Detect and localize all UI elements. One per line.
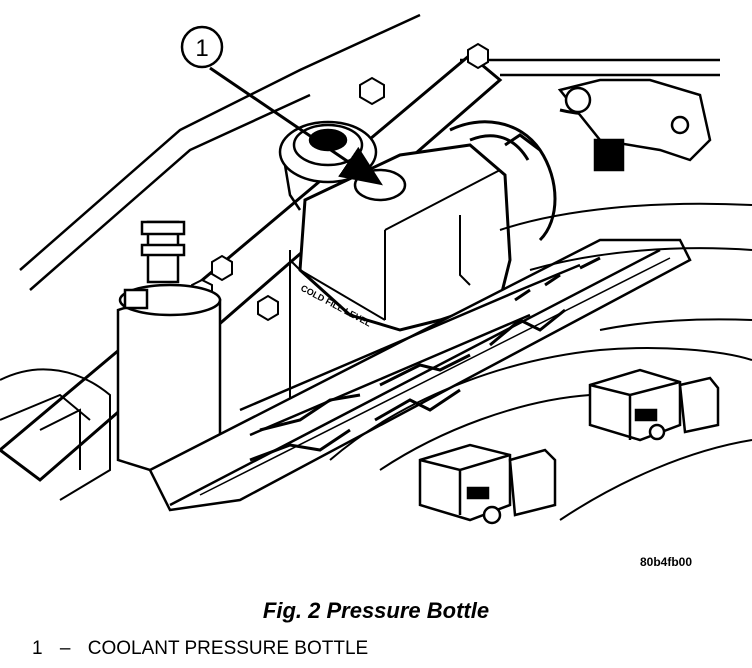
intake-manifold (148, 238, 692, 512)
callout-marker: 1 (180, 25, 383, 186)
valve-cover (329, 202, 752, 521)
legend-separator: – (59, 638, 71, 659)
manifold-ribs (249, 256, 601, 462)
accumulator-canister (116, 220, 222, 472)
legend-label: COOLANT PRESSURE BOTTLE (87, 638, 369, 659)
legend-number: 1 (32, 638, 43, 659)
engine-bay-illustration: COLD FILL LEVEL (0, 13, 752, 525)
ignition-coil-rear (588, 368, 720, 442)
drawing-code: 80b4fb00 (640, 555, 693, 569)
figure-caption: Fig. 2 Pressure Bottle (262, 598, 490, 623)
upper-bracket (557, 78, 712, 172)
fender-contour (0, 368, 111, 501)
callout-number: 1 (195, 35, 208, 62)
legend-item: 1 – COOLANT PRESSURE BOTTLE (32, 638, 368, 660)
hood-edge-lines (19, 13, 720, 291)
leader-arrow (209, 66, 383, 186)
ignition-coil-front (418, 443, 557, 525)
